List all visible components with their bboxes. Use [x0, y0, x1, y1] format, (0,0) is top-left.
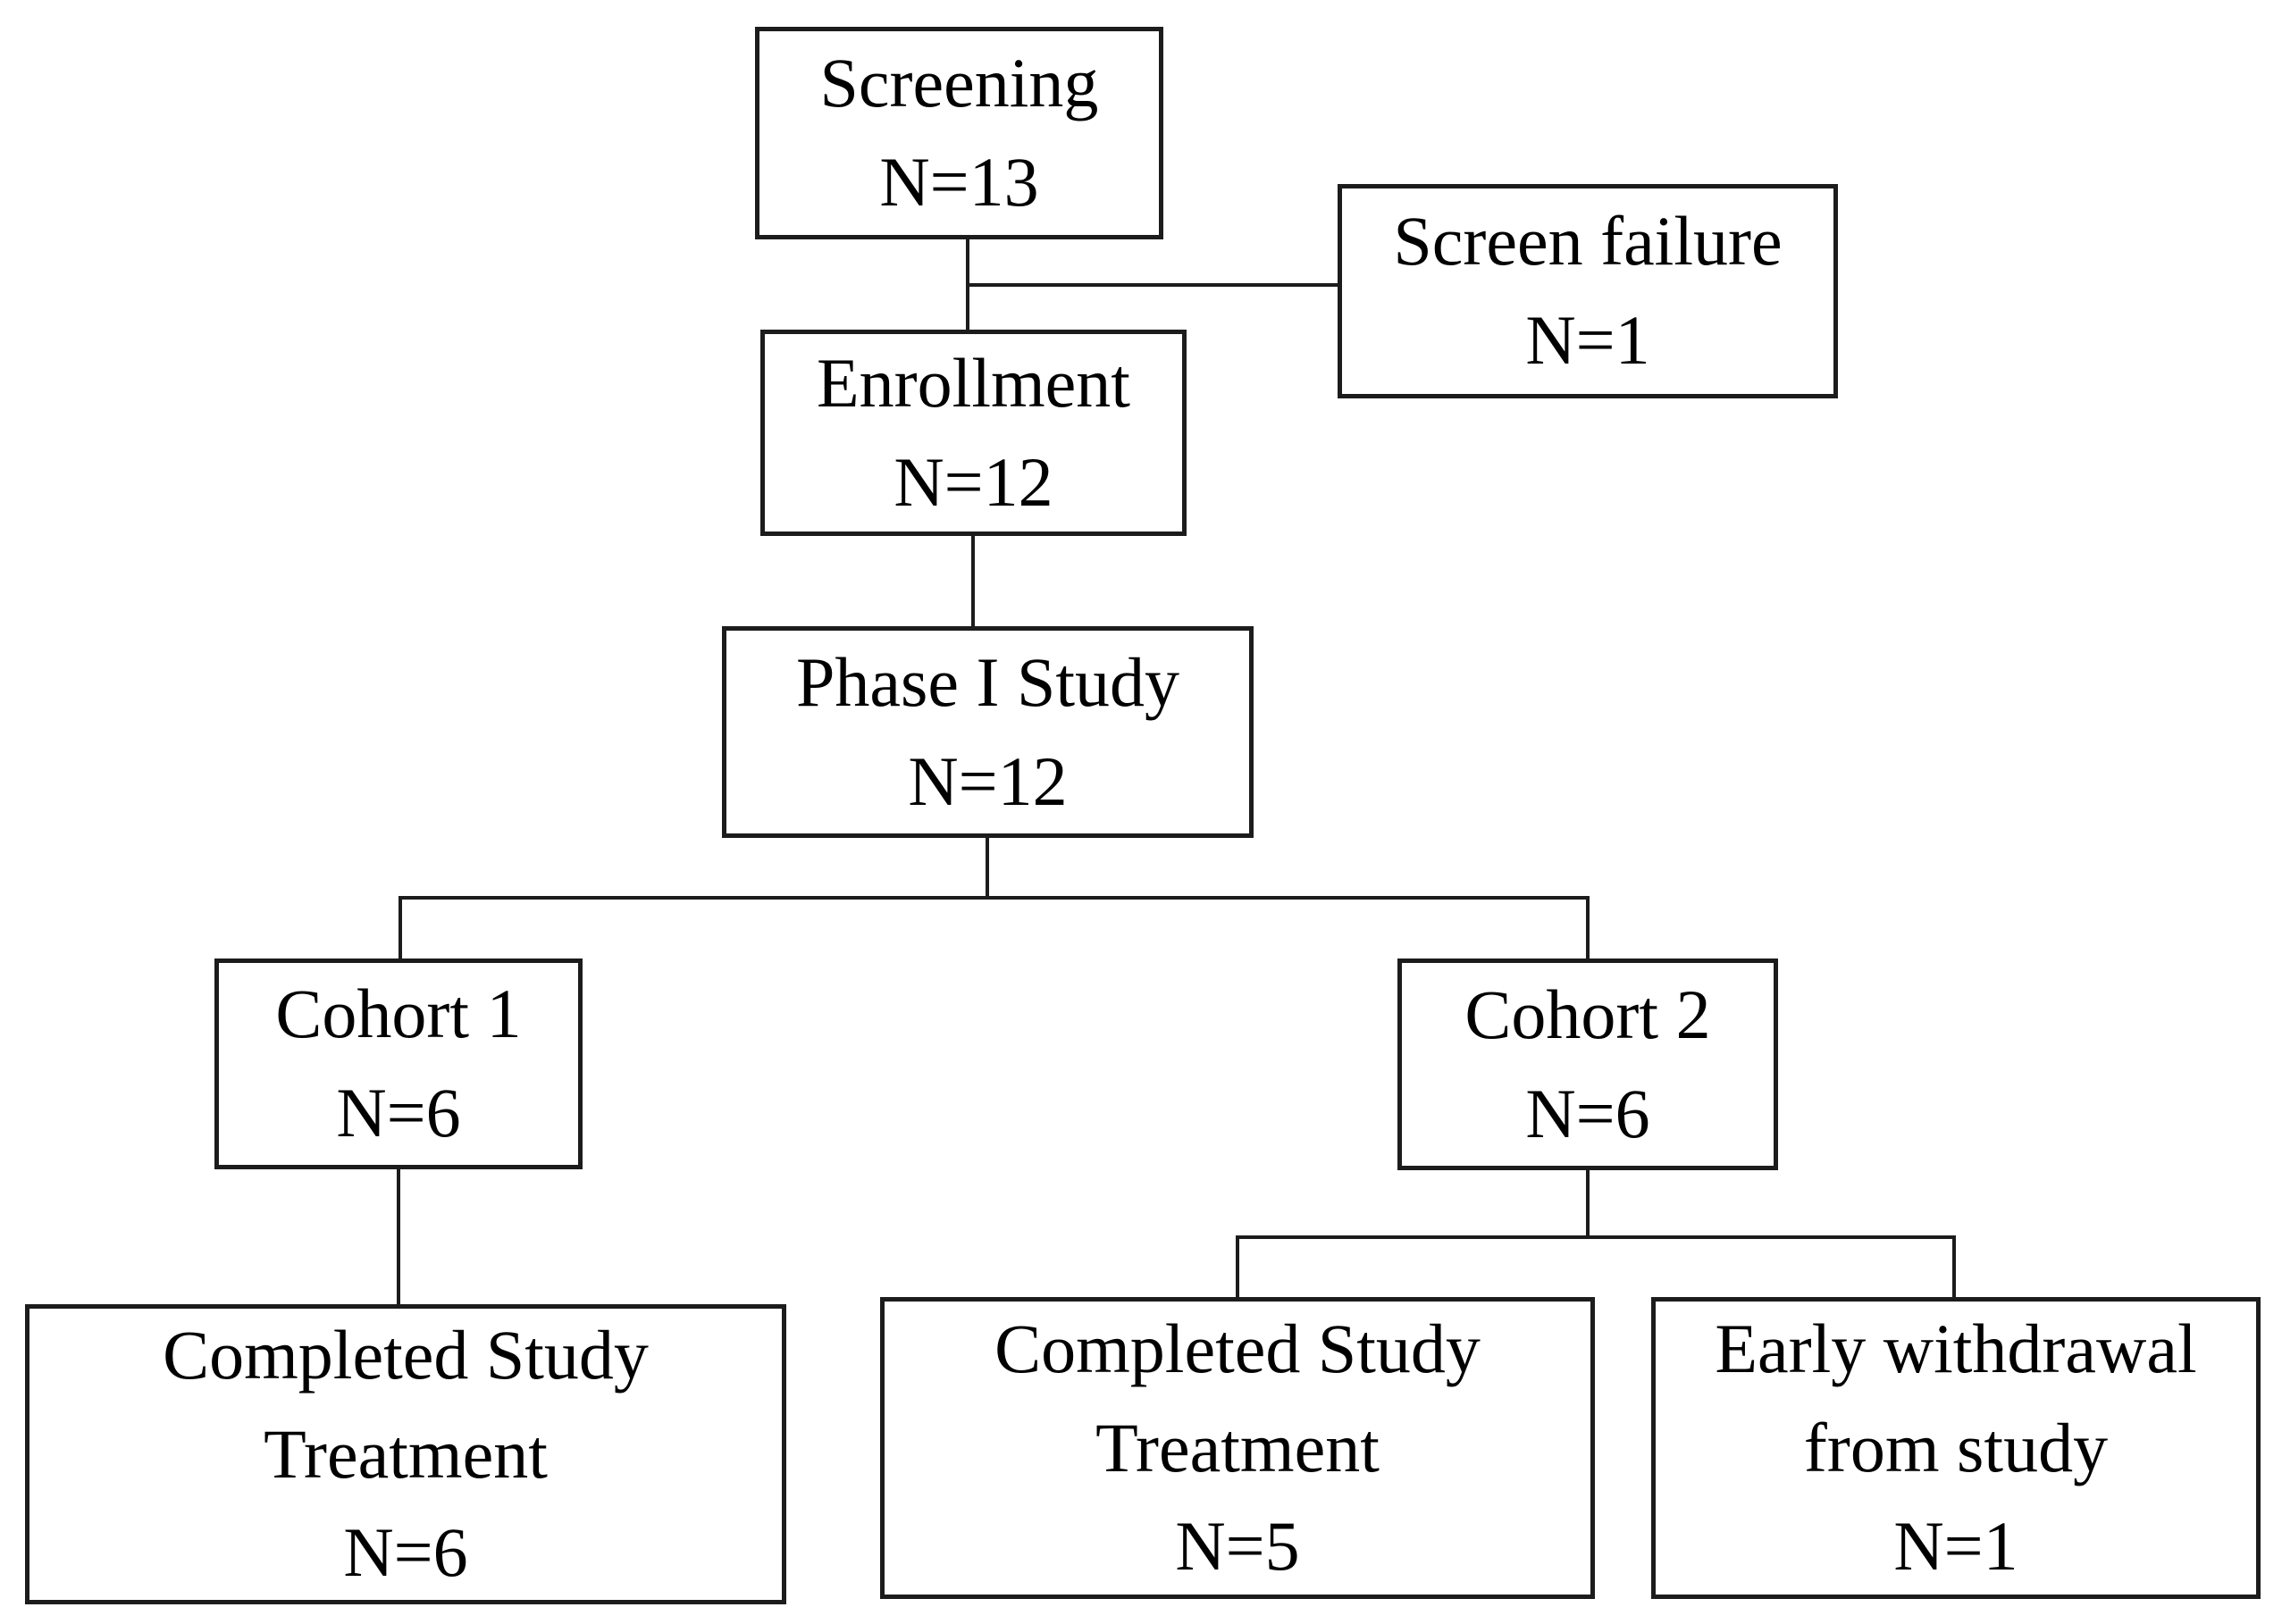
node-screen-failure-label: Screen failure — [1393, 202, 1783, 280]
node-early-withdrawal-label: Early withdrawal from study — [1715, 1309, 2197, 1486]
node-cohort2: Cohort 2 N=6 — [1397, 958, 1778, 1170]
node-cohort1-completed-count: N=6 — [343, 1513, 468, 1592]
node-screening: Screening N=13 — [755, 27, 1163, 239]
node-screen-failure-count: N=1 — [1525, 301, 1650, 379]
connector-branch-to-screen-failure — [966, 283, 1339, 287]
node-cohort1-count: N=6 — [336, 1074, 461, 1151]
node-enrollment-label: Enrollment — [817, 343, 1130, 422]
connector-drop-to-early-withdrawal — [1952, 1235, 1956, 1299]
connector-cohort-split-bar — [399, 896, 1590, 900]
node-cohort1-label: Cohort 1 — [275, 975, 522, 1053]
node-enrollment: Enrollment N=12 — [760, 330, 1187, 536]
node-phase1-study-label: Phase I Study — [796, 642, 1179, 721]
node-cohort2-count: N=6 — [1525, 1074, 1650, 1152]
connector-cohort1-to-completed — [397, 1168, 400, 1306]
node-enrollment-count: N=12 — [894, 442, 1053, 521]
node-cohort2-label: Cohort 2 — [1464, 975, 1711, 1053]
node-cohort2-completed-label: Completed Study Treatment — [994, 1309, 1481, 1486]
connector-cohort2-split-bar — [1236, 1235, 1956, 1239]
connector-phase1-stem — [986, 836, 989, 898]
node-cohort2-completed-treatment: Completed Study Treatment N=5 — [880, 1297, 1595, 1599]
node-screen-failure: Screen failure N=1 — [1338, 184, 1838, 398]
connector-enrollment-to-phase1 — [971, 534, 975, 628]
connector-drop-to-cohort2 — [1586, 896, 1590, 960]
node-phase1-study-count: N=12 — [908, 741, 1068, 820]
node-cohort2-completed-count: N=5 — [1175, 1507, 1300, 1586]
node-screening-label: Screening — [819, 44, 1099, 122]
connector-drop-to-cohort1 — [399, 896, 402, 960]
node-cohort1: Cohort 1 N=6 — [214, 958, 583, 1169]
node-early-withdrawal: Early withdrawal from study N=1 — [1651, 1297, 2261, 1599]
connector-drop-to-cohort2-completed — [1236, 1235, 1239, 1299]
node-cohort1-completed-label: Completed Study Treatment — [163, 1315, 649, 1493]
node-phase1-study: Phase I Study N=12 — [722, 626, 1254, 838]
connector-cohort2-stem — [1586, 1168, 1590, 1237]
node-screening-count: N=13 — [879, 143, 1039, 221]
node-cohort1-completed-treatment: Completed Study Treatment N=6 — [25, 1304, 786, 1604]
node-early-withdrawal-count: N=1 — [1893, 1507, 2018, 1586]
